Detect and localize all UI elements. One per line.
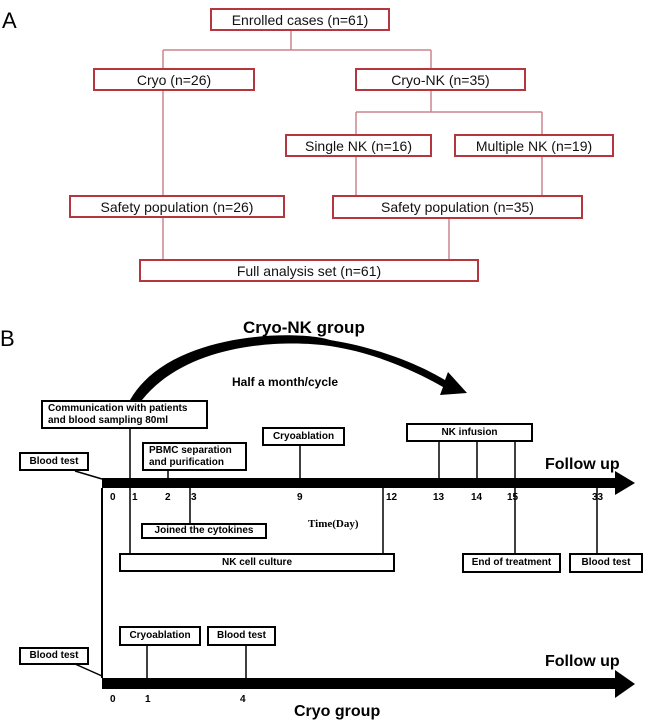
cryo-group-title: Cryo group [294, 703, 381, 720]
cryo-blood-test-box: Blood test [207, 626, 276, 646]
pbmc-separation-box: PBMC separation and purification [142, 442, 247, 471]
safety-population-cryo-box: Safety population (n=26) [69, 195, 285, 218]
tick-label: 0 [110, 694, 116, 705]
tick-label: 1 [145, 694, 151, 705]
cryo-blood-test-start-box: Blood test [19, 647, 89, 665]
cryo-nk-blood-test-end-box: Blood test [569, 553, 643, 573]
end-of-treatment-box: End of treatment [462, 553, 561, 573]
time-axis-label: Time(Day) [308, 518, 359, 530]
cryo-cryoablation-box: Cryoablation [119, 626, 201, 646]
panel-a-label: A [2, 8, 17, 33]
panel-b-label: B [0, 326, 15, 351]
cryo-event-lines [74, 646, 247, 678]
nk-infusion-box: NK infusion [406, 423, 533, 442]
tick-label: 33 [592, 492, 604, 503]
safety-population-cryo-nk-box: Safety population (n=35) [332, 195, 583, 219]
tick-label: 3 [191, 492, 197, 503]
cryo-box: Cryo (n=26) [93, 68, 255, 91]
cryo-nk-cryoablation-box: Cryoablation [262, 427, 345, 446]
cycle-label: Half a month/cycle [232, 375, 339, 389]
tick-label: 1 [132, 492, 138, 503]
nk-cell-culture-box: NK cell culture [119, 553, 395, 572]
tick-label: 14 [471, 492, 483, 503]
tick-label: 0 [110, 492, 116, 503]
tick-label: 12 [386, 492, 398, 503]
tick-label: 4 [240, 694, 246, 705]
communication-line-1: Communication with patients [48, 402, 188, 414]
multiple-nk-box: Multiple NK (n=19) [454, 134, 614, 157]
pbmc-line-2: and purification [149, 456, 224, 468]
single-nk-box: Single NK (n=16) [285, 134, 432, 157]
cryo-nk-blood-test-start-box: Blood test [19, 452, 89, 471]
tick-label: 15 [507, 492, 519, 503]
flowchart-connectors [162, 30, 543, 259]
cryo-timeline-axis [102, 670, 635, 698]
cryo-nk-event-lines [74, 428, 598, 678]
pbmc-line-1: PBMC separation [149, 444, 232, 456]
cryo-nk-group-title: Cryo-NK group [243, 318, 365, 337]
enrolled-cases-box: Enrolled cases (n=61) [210, 8, 390, 31]
cryo-nk-box: Cryo-NK (n=35) [355, 68, 526, 91]
communication-line-2: and blood sampling 80ml [48, 414, 169, 426]
cryo-nk-timeline-axis [102, 471, 635, 495]
tick-label: 9 [297, 492, 303, 503]
cryo-follow-up-label: Follow up [545, 653, 620, 670]
communication-box: Communication with patients and blood sa… [41, 400, 208, 429]
full-analysis-set-box: Full analysis set (n=61) [139, 259, 479, 282]
cytokines-box: Joined the cytokines [141, 523, 267, 539]
cycle-arrow [130, 335, 467, 400]
tick-label: 2 [165, 492, 171, 503]
tick-label: 13 [433, 492, 445, 503]
cryo-nk-follow-up-label: Follow up [545, 456, 620, 473]
